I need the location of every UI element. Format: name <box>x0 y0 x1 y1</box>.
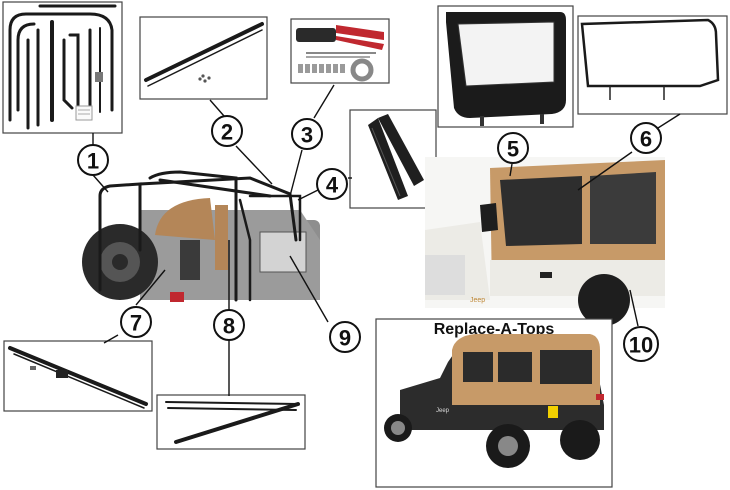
panel-part-5[interactable] <box>437 5 574 128</box>
jeep-logo-replace: Jeep <box>436 408 450 414</box>
callout-10-label: 10 <box>629 333 653 358</box>
panel-part-4[interactable] <box>349 109 437 209</box>
callout-4[interactable]: 4 <box>316 168 348 200</box>
callout-10[interactable]: 10 <box>623 326 659 362</box>
replace-a-tops-panel[interactable]: Replace-A-Tops Jeep <box>375 318 613 488</box>
callout-8[interactable]: 8 <box>213 309 245 341</box>
panel-part-3[interactable] <box>290 18 390 84</box>
panel-part-1[interactable] <box>2 1 123 134</box>
replace-a-tops-title: Replace-A-Tops <box>434 321 555 338</box>
panel-part-7[interactable] <box>3 340 153 412</box>
panel-part-2[interactable] <box>139 16 268 100</box>
callout-7-label: 7 <box>130 311 142 336</box>
callout-9-label: 9 <box>339 326 351 351</box>
callout-4-label: 4 <box>326 173 339 198</box>
callout-8-label: 8 <box>223 314 235 339</box>
center-jeep-frame <box>82 170 320 302</box>
tan-jeep-photo: Jeep <box>425 157 665 326</box>
callout-7[interactable]: 7 <box>120 306 152 338</box>
callout-5-label: 5 <box>507 137 519 162</box>
callout-9[interactable]: 9 <box>329 321 361 353</box>
callout-3[interactable]: 3 <box>291 118 323 150</box>
jeep-logo-small: Jeep <box>470 297 485 304</box>
callout-6[interactable]: 6 <box>630 122 662 154</box>
panel-part-6[interactable] <box>577 15 728 115</box>
callout-5[interactable]: 5 <box>497 132 529 164</box>
callout-6-label: 6 <box>640 127 652 152</box>
callout-1[interactable]: 1 <box>77 144 109 176</box>
callout-2[interactable]: 2 <box>211 115 243 147</box>
callout-1-label: 1 <box>87 149 99 174</box>
panel-part-8[interactable] <box>156 394 306 450</box>
callout-2-label: 2 <box>221 120 233 145</box>
leader-lines <box>92 84 681 396</box>
callout-3-label: 3 <box>301 123 313 148</box>
